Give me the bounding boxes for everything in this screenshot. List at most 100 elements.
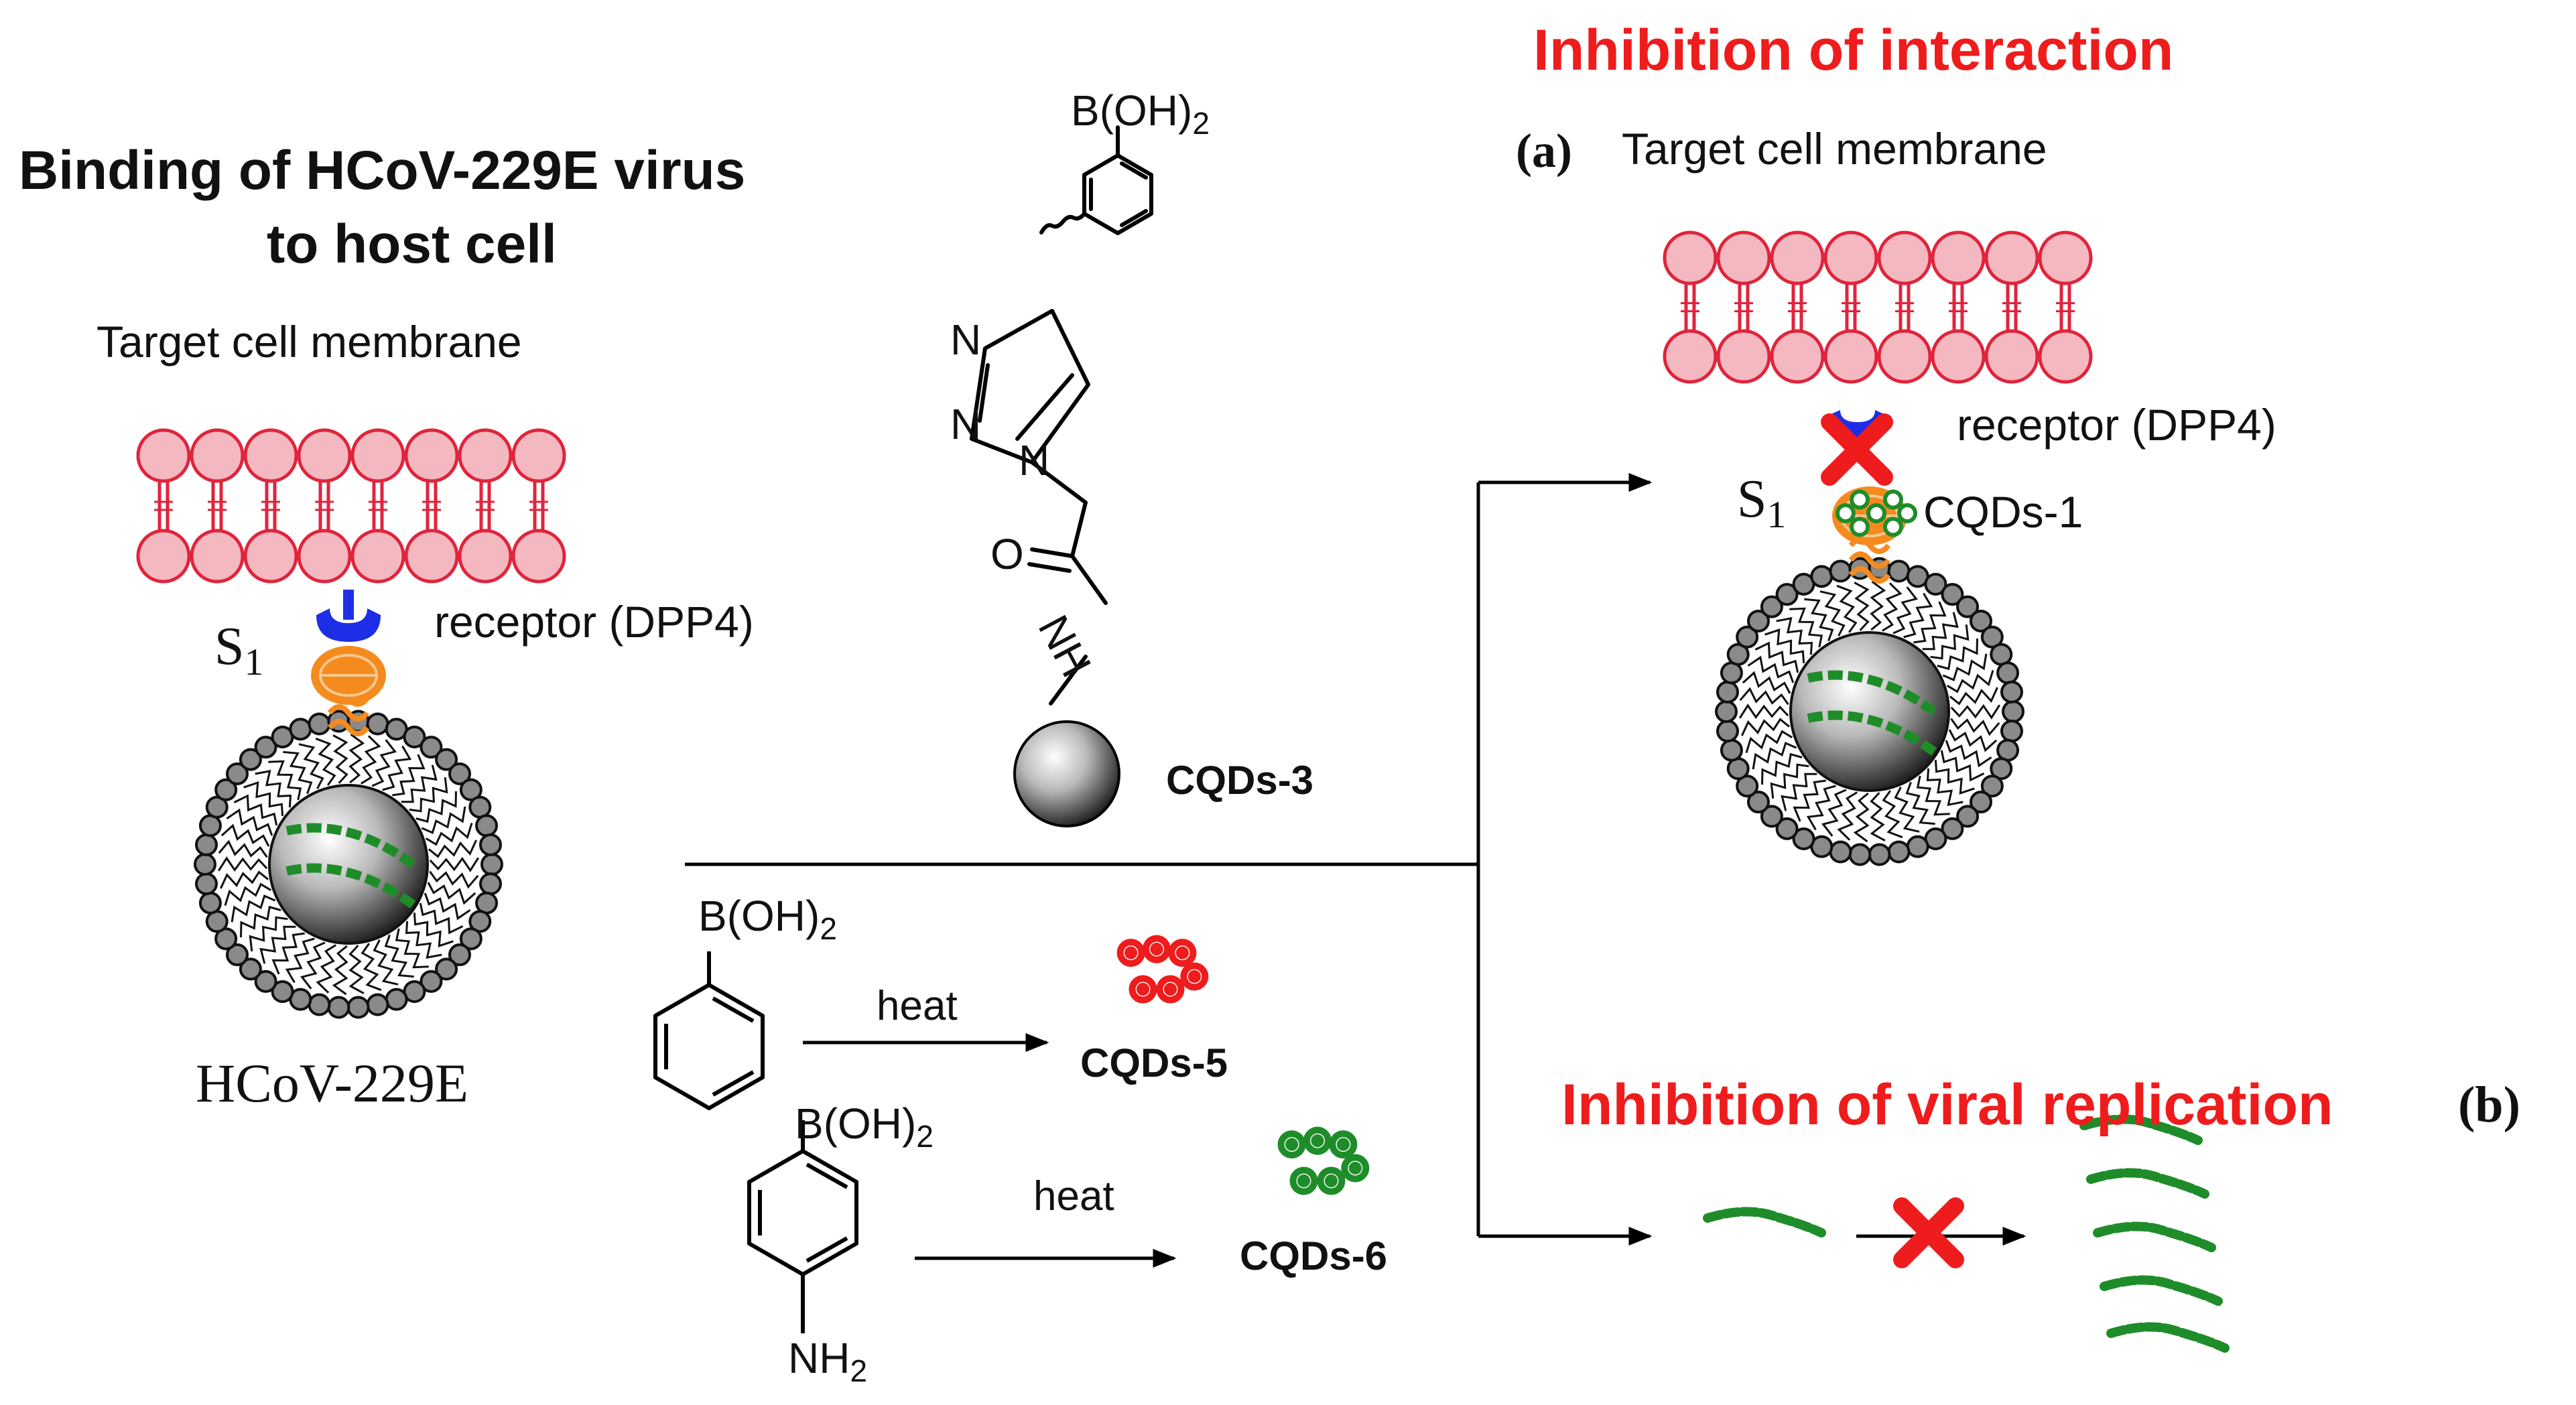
- lipid-head: [1770, 329, 1825, 384]
- lipid-tail: [1882, 582, 1903, 632]
- lipid-tail: [1894, 787, 1920, 833]
- lipid-tail: [1806, 785, 1836, 831]
- lipid-tail: [1837, 791, 1858, 841]
- lipid-head: [448, 762, 472, 785]
- amine-label: NH2: [788, 1334, 868, 1388]
- lipid-tail: [1761, 752, 1803, 785]
- lipid-tail: [405, 921, 442, 959]
- lipid-head: [458, 529, 513, 584]
- dpp4-receptor-left: [316, 608, 381, 642]
- lipid-tail: [1916, 775, 1950, 816]
- lipid-head: [1931, 230, 1986, 285]
- cqd-dot-fill: [1324, 1174, 1338, 1188]
- lipid-head: [385, 988, 408, 1011]
- lipid-head: [475, 814, 499, 838]
- inhibition-replication-title: Inhibition of viral replication: [1561, 1073, 2333, 1137]
- lipid-head: [1970, 609, 1993, 632]
- cqd-dot: [1866, 503, 1886, 523]
- lipid-head: [350, 529, 405, 584]
- lipid-tail: [231, 894, 276, 923]
- lipid-head: [243, 529, 298, 584]
- lipid-head: [1770, 230, 1825, 285]
- heat-label-2: heat: [1033, 1173, 1114, 1219]
- lipid-tail: [373, 939, 399, 986]
- lipid-head: [459, 778, 482, 801]
- cqd-dot-fill: [1348, 1161, 1362, 1175]
- lipid-head: [468, 910, 492, 933]
- lipid-tail: [415, 791, 457, 823]
- lipid-head: [254, 969, 277, 993]
- lipid-head: [479, 833, 503, 856]
- cqds-3-label: CQDs-3: [1166, 758, 1314, 803]
- lipid-tail: [255, 770, 292, 808]
- viral-rna: [285, 863, 416, 909]
- lipid-tail: [1781, 773, 1817, 811]
- lipid-tail: [1853, 792, 1870, 843]
- rna-strand: [2079, 1114, 2203, 1145]
- lipid-head: [350, 428, 405, 483]
- boronic-label-cqds3: B(OH)2: [1071, 86, 1210, 141]
- lipid-head: [1736, 775, 1759, 798]
- lipid-tail: [1882, 790, 1903, 839]
- viral-rna: [1807, 710, 1937, 756]
- lipid-head: [1996, 738, 2020, 762]
- lipid-head: [1877, 230, 1932, 285]
- lipid-tail: [361, 735, 381, 785]
- lipid-head: [480, 853, 503, 876]
- lipid-head: [459, 927, 482, 951]
- left-membrane-label: Target cell membrane: [96, 317, 522, 366]
- lipid-head: [1931, 329, 1986, 384]
- lipid-head: [1775, 583, 1799, 606]
- lipid-tail: [429, 870, 479, 889]
- lipid-tail: [348, 945, 365, 994]
- lipid-head: [458, 428, 513, 483]
- lipid-head: [1887, 840, 1911, 864]
- cqd-dot-fill: [1150, 943, 1163, 956]
- lipid-head: [1829, 559, 1852, 583]
- phenylboronic-acid: [653, 951, 765, 1110]
- lipid-tail: [421, 806, 466, 834]
- lipid-tail: [392, 754, 426, 797]
- inhibition-interaction-title: Inhibition of interaction: [1533, 18, 2174, 82]
- lipid-head: [1663, 329, 1718, 384]
- lipid-tail: [1754, 641, 1799, 673]
- lipid-tail: [1922, 612, 1959, 651]
- lipid-head: [1868, 843, 1891, 866]
- lipid-tail: [1770, 763, 1809, 799]
- lipid-head: [511, 529, 566, 584]
- lipid-head: [1746, 791, 1770, 814]
- lipid-tail: [240, 905, 281, 938]
- lipid-head: [190, 428, 245, 483]
- lipid-head: [1990, 643, 2013, 666]
- lipid-head: [420, 969, 443, 993]
- lipid-head: [194, 853, 216, 876]
- left-title-line2: to host cell: [267, 214, 557, 275]
- lipid-head: [1716, 230, 1771, 285]
- lipid-tail: [419, 902, 464, 935]
- lipid-head: [308, 993, 331, 1016]
- lipid-tail: [361, 943, 382, 992]
- lipid-tail: [1836, 584, 1858, 633]
- lipid-tail: [1738, 704, 1789, 720]
- lipid-head: [1956, 805, 1980, 828]
- lipid-tail: [1934, 760, 1975, 795]
- cqd-dot-fill: [1175, 946, 1189, 959]
- lipid-head: [346, 996, 370, 1019]
- cqd-dot-fill: [1336, 1138, 1350, 1151]
- lipid-tail: [1948, 729, 1998, 752]
- left-receptor-label: receptor (DPP4): [434, 597, 754, 647]
- viral-rna: [285, 823, 416, 868]
- lipid-head: [205, 910, 229, 933]
- lipid-tail: [425, 822, 473, 846]
- lipid-head: [404, 428, 459, 483]
- lipid-tail: [1793, 779, 1826, 822]
- lipid-tail: [427, 882, 476, 905]
- inhibit-cross-icon-replication: [1893, 1197, 1964, 1268]
- virus-core: [268, 784, 429, 945]
- lipid-head: [366, 712, 389, 736]
- lipid-head: [1990, 757, 2013, 781]
- panel-a-label: (a): [1516, 124, 1572, 178]
- lipid-head: [1716, 329, 1771, 384]
